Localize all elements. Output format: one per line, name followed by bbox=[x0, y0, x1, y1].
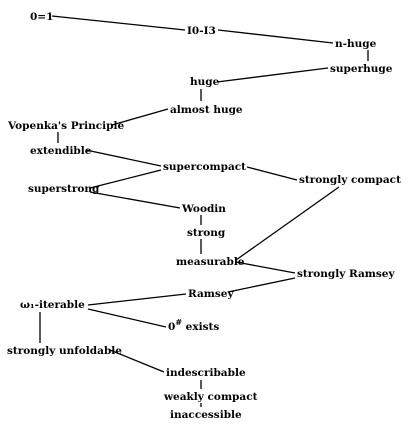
node-zero-sharp: 0# exists bbox=[168, 317, 219, 333]
node-extendible: extendible bbox=[30, 145, 92, 157]
edge-0=1-to-I0-I3 bbox=[51, 15, 186, 31]
node-superscript: # bbox=[175, 317, 182, 327]
edge-supercompact-to-superstrong bbox=[89, 169, 162, 189]
edge-supercompact-to-strongly-compact bbox=[246, 166, 298, 181]
node-almost-huge: almost huge bbox=[170, 104, 243, 116]
diagram-edges bbox=[39, 15, 369, 407]
edge-superhuge-to-huge bbox=[216, 67, 329, 83]
node-label: 0 bbox=[168, 321, 175, 333]
node-label: 0=1 bbox=[30, 11, 53, 23]
node-label: inaccessible bbox=[170, 409, 242, 421]
edge-strongly-unfoldable-to-indescribable bbox=[109, 349, 165, 373]
node-label: extendible bbox=[30, 145, 92, 157]
edge-strongly-compact-to-measurable bbox=[235, 186, 340, 261]
node-n-huge: n-huge bbox=[335, 38, 377, 50]
node-label: strongly Ramsey bbox=[297, 268, 395, 280]
node-label: superhuge bbox=[330, 63, 393, 75]
node-vopenka: Vopenka's Principle bbox=[7, 120, 124, 132]
node-label: Ramsey bbox=[188, 288, 234, 300]
node-label: measurable bbox=[176, 256, 245, 268]
node-label: huge bbox=[190, 76, 220, 88]
node-label: almost huge bbox=[170, 104, 243, 116]
node-strongly-unfoldable: strongly unfoldable bbox=[7, 345, 122, 357]
node-supercompact: supercompact bbox=[163, 161, 246, 173]
node-label: strongly compact bbox=[299, 174, 401, 186]
node-0=1: 0=1 bbox=[30, 11, 53, 23]
node-huge: huge bbox=[190, 76, 220, 88]
node-inaccessible: inaccessible bbox=[170, 409, 242, 421]
node-omega1-iterable: ω₁-iterable bbox=[20, 299, 85, 311]
node-label: weakly compact bbox=[163, 391, 258, 403]
node-weakly-compact: weakly compact bbox=[163, 391, 258, 403]
node-suffix: exists bbox=[182, 321, 219, 333]
node-label: Woodin bbox=[181, 203, 226, 215]
node-label: I0-I3 bbox=[187, 25, 216, 37]
node-label: supercompact bbox=[163, 161, 246, 173]
node-I0-I3: I0-I3 bbox=[187, 25, 216, 37]
node-measurable: measurable bbox=[176, 256, 245, 268]
node-ramsey: Ramsey bbox=[188, 288, 234, 300]
diagram-nodes: 0=1I0-I3 n-huge superhuge huge almost hugeVo… bbox=[7, 11, 401, 421]
edge-ramsey-to-omega1-iterable bbox=[87, 293, 187, 306]
edge-strongly-ramsey-to-ramsey bbox=[227, 277, 296, 293]
node-strongly-compact: strongly compact bbox=[299, 174, 401, 186]
edge-almost-huge-to-vopenka bbox=[111, 108, 169, 126]
edge-measurable-to-strongly-ramsey bbox=[235, 261, 296, 274]
node-label: strongly unfoldable bbox=[7, 345, 122, 357]
edge-I0-I3-to-n-huge bbox=[217, 29, 334, 44]
node-indescribable: indescribable bbox=[166, 367, 246, 379]
node-woodin: Woodin bbox=[181, 203, 226, 215]
node-label: n-huge bbox=[335, 38, 377, 50]
node-superhuge: superhuge bbox=[330, 63, 393, 75]
node-strongly-ramsey: strongly Ramsey bbox=[297, 268, 395, 280]
edge-omega1-iterable-to-zero-sharp bbox=[87, 308, 167, 328]
edge-extendible-to-supercompact bbox=[85, 149, 162, 167]
node-strong: strong bbox=[187, 227, 226, 239]
node-label: strong bbox=[187, 227, 226, 239]
node-superstrong: superstrong bbox=[28, 183, 100, 195]
node-label: ω₁-iterable bbox=[20, 299, 85, 311]
node-label: indescribable bbox=[166, 367, 246, 379]
edge-superstrong-to-woodin bbox=[89, 191, 181, 209]
node-label: Vopenka's Principle bbox=[7, 120, 124, 132]
node-label: superstrong bbox=[28, 183, 100, 195]
